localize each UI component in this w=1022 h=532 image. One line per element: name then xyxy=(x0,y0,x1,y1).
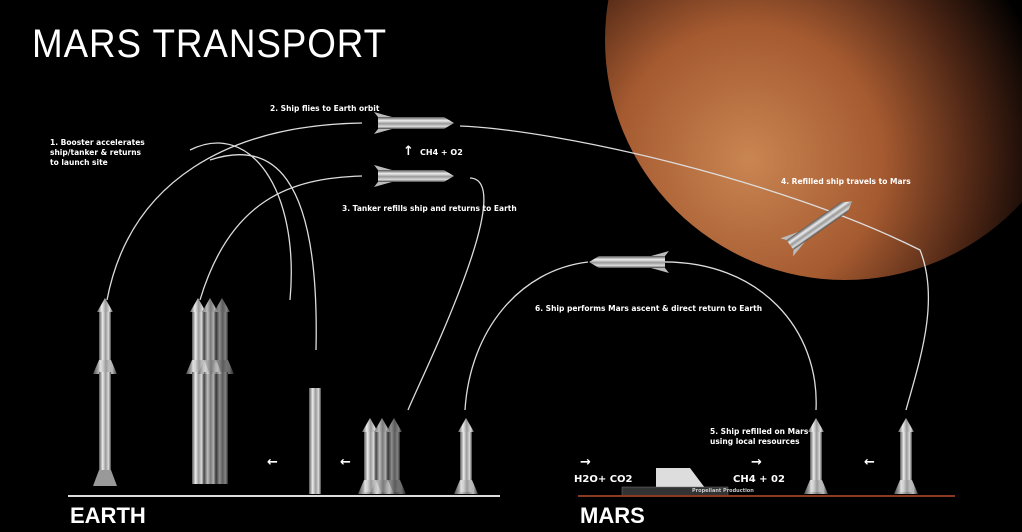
earth-rockets xyxy=(93,298,478,494)
mars-planet xyxy=(605,0,1022,280)
arrow-right-icon: → xyxy=(580,455,591,470)
arrow-up-icon: ↑ xyxy=(403,144,414,159)
trajectory-lines xyxy=(106,122,930,411)
arrow-right-icon: → xyxy=(751,455,762,470)
propellant-production-label: Propellant Production xyxy=(692,488,754,494)
arrow-left-icon: ← xyxy=(864,455,875,470)
transfer-chemistry: CH4 + O2 xyxy=(420,148,463,157)
mars-label: MARS xyxy=(580,503,645,528)
arrow-left-icon: ← xyxy=(340,455,351,470)
step-3-label: 3. Tanker refills ship and returns to Ea… xyxy=(342,204,517,213)
mars-rockets xyxy=(804,418,918,494)
step-4-label: 4. Refilled ship travels to Mars xyxy=(781,177,911,186)
arrow-left-icon: ← xyxy=(267,455,278,470)
step-5-label: 5. Ship refilled on Mars using local res… xyxy=(710,427,809,446)
earth-label: EARTH xyxy=(70,503,146,528)
step-6-label: 6. Ship performs Mars ascent & direct re… xyxy=(535,304,763,313)
page-title: MARS TRANSPORT xyxy=(32,22,388,66)
inputs-chemistry: H2O+ CO2 xyxy=(574,474,633,485)
step-1-label: 1. Booster accelerates ship/tanker & ret… xyxy=(50,138,145,167)
step-2-label: 2. Ship flies to Earth orbit xyxy=(270,104,380,113)
outputs-chemistry: CH4 + 02 xyxy=(733,474,785,485)
